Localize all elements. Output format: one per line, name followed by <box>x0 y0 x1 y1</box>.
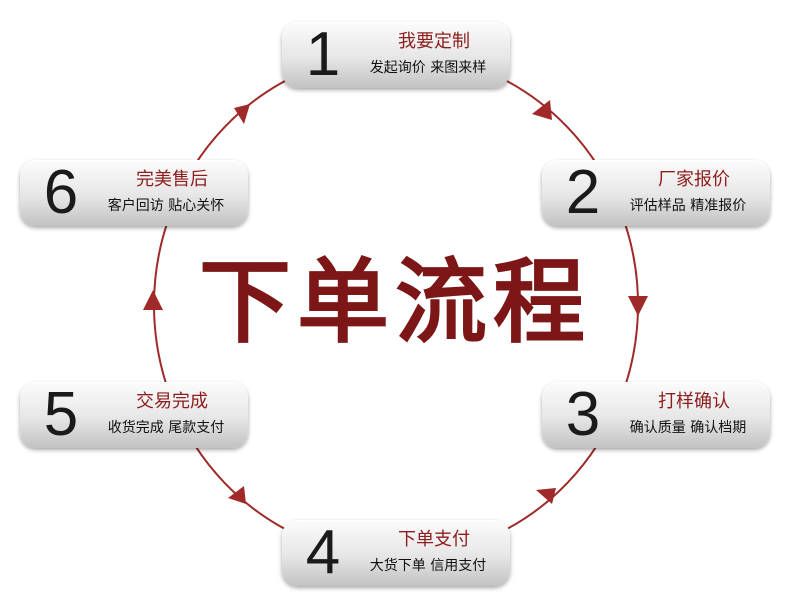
step-subtitle: 评估样品 精准报价 <box>629 198 747 214</box>
step-subtitle: 确认质量 确认档期 <box>629 420 747 436</box>
step-6-card: 6 完美售后 客户回访 贴心关怀 <box>20 160 248 226</box>
step-title: 交易完成 <box>136 391 208 412</box>
arrow-1-to-2 <box>532 100 552 120</box>
step-number: 1 <box>305 20 341 89</box>
step-subtitle: 发起询价 来图来样 <box>369 60 487 76</box>
arrow-2-to-3 <box>628 296 648 316</box>
step-title: 下单支付 <box>398 529 470 550</box>
step-5-card: 5 交易完成 收货完成 尾款支付 <box>20 382 248 448</box>
step-number: 2 <box>565 158 601 227</box>
step-number: 5 <box>43 380 79 449</box>
step-number: 4 <box>305 518 341 587</box>
step-title: 厂家报价 <box>658 169 730 190</box>
arrow-5-to-6 <box>143 290 163 310</box>
step-1-card: 1 我要定制 发起询价 来图来样 <box>282 22 510 88</box>
step-4-card: 4 下单支付 大货下单 信用支付 <box>282 520 510 586</box>
step-title: 完美售后 <box>136 169 208 190</box>
step-2-card: 2 厂家报价 评估样品 精准报价 <box>542 160 770 226</box>
step-3-card: 3 打样确认 确认质量 确认档期 <box>542 382 770 448</box>
arrow-3-to-4 <box>536 488 556 504</box>
step-number: 3 <box>565 380 601 449</box>
step-title: 打样确认 <box>658 391 730 412</box>
diagram-title: 下单流程 <box>198 249 591 356</box>
step-subtitle: 客户回访 贴心关怀 <box>107 198 225 214</box>
step-subtitle: 收货完成 尾款支付 <box>107 420 225 436</box>
arrow-4-to-5 <box>228 486 246 504</box>
step-subtitle: 大货下单 信用支付 <box>369 558 487 574</box>
step-number: 6 <box>43 158 79 227</box>
arrow-6-to-1 <box>234 104 250 124</box>
step-title: 我要定制 <box>398 31 470 52</box>
